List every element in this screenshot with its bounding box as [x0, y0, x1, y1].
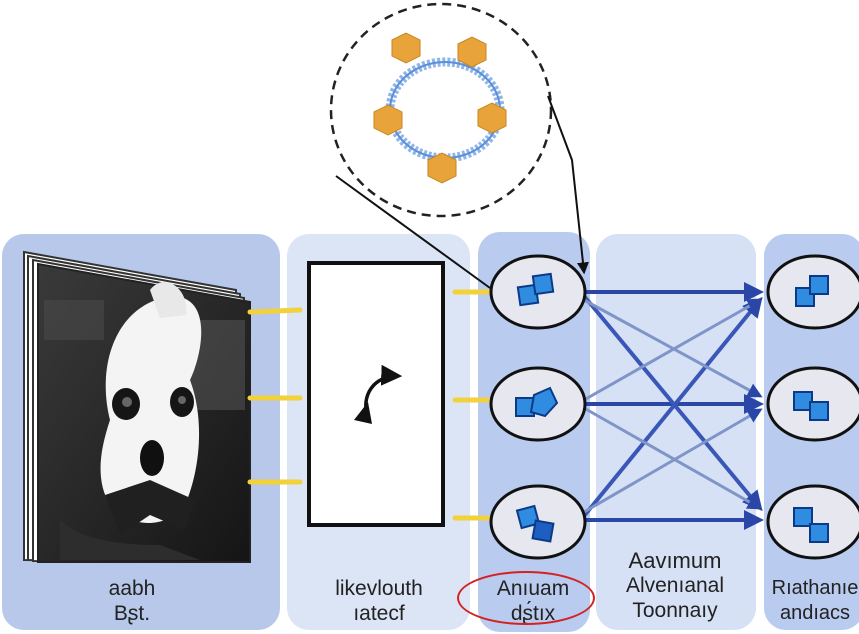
attention-connections	[582, 282, 764, 530]
output-node	[766, 254, 859, 330]
output-node	[766, 484, 859, 560]
attention-caption-line: Aavımum	[628, 548, 722, 573]
attention-caption: Aavımum Alvenıanal Toonnaıy	[598, 548, 752, 623]
output-caption-line: Rıathanıe	[771, 577, 859, 599]
zoom-circle	[329, 2, 553, 218]
rotate-arrow-icon	[354, 364, 403, 424]
input-photo	[44, 281, 245, 560]
attention-caption-line: Toonnaıy	[632, 599, 718, 622]
output-caption: Rıathanıe andıacs	[760, 576, 859, 626]
highlight-oval	[457, 571, 595, 625]
input-caption-line: Bʂt.	[113, 602, 151, 625]
input-connectors	[247, 289, 491, 521]
output-node	[766, 366, 859, 442]
input-caption: aabh Bʂt.	[52, 576, 212, 626]
attention-panel	[596, 234, 756, 630]
transform-caption-line: likevlouth	[335, 577, 423, 600]
output-caption-line: andıacs	[779, 602, 851, 624]
input-caption-line: aabh	[108, 577, 156, 600]
hexagon-nodes	[373, 32, 507, 184]
encoder-node	[489, 484, 587, 560]
transform-caption: likevlouth ıatecf	[292, 576, 466, 626]
attention-caption-line: Alvenıanal	[625, 574, 725, 597]
encoder-node	[489, 366, 587, 442]
transform-box	[307, 261, 445, 527]
transform-caption-line: ıatecf	[353, 602, 405, 625]
encoder-node	[489, 254, 587, 330]
